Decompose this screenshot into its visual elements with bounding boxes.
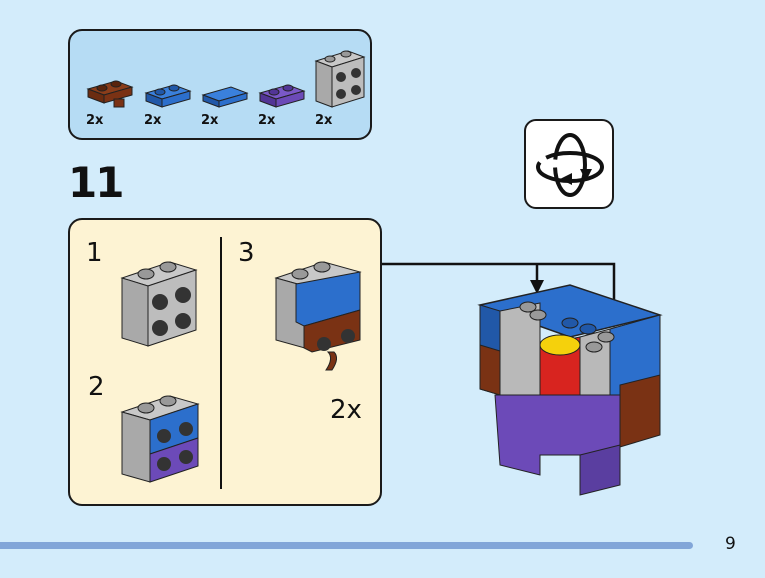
substep-number: 2: [88, 372, 105, 402]
substep-1-gray-brick: [120, 261, 198, 347]
rotate-model-box: [524, 119, 614, 209]
substep-number: 1: [86, 238, 103, 268]
part-qty: 2x: [258, 113, 276, 128]
substep-number: 3: [238, 238, 255, 268]
gray-brick-part: [314, 50, 366, 108]
rotate-model-icon: [536, 133, 604, 197]
step-number: 11: [68, 158, 124, 207]
part-qty: 2x: [86, 113, 104, 128]
part-qty: 2x: [315, 113, 333, 128]
parts-list-box: 2x 2x 2x 2x 2x: [68, 29, 372, 140]
substep-2-assembly: [120, 395, 200, 483]
blue-tile-part: [201, 86, 249, 108]
blue-plate-part: [144, 84, 192, 108]
substep-divider: [220, 237, 222, 489]
page-number: 9: [725, 534, 736, 554]
substep-multiplier: 2x: [330, 395, 362, 425]
purple-plate-part: [258, 84, 306, 108]
part-qty: 2x: [144, 113, 162, 128]
brown-plate-part: [86, 80, 134, 108]
main-model-illustration: [477, 284, 663, 496]
substep-3-assembly: [274, 261, 362, 371]
footer-bar: [0, 542, 693, 549]
part-qty: 2x: [201, 113, 219, 128]
